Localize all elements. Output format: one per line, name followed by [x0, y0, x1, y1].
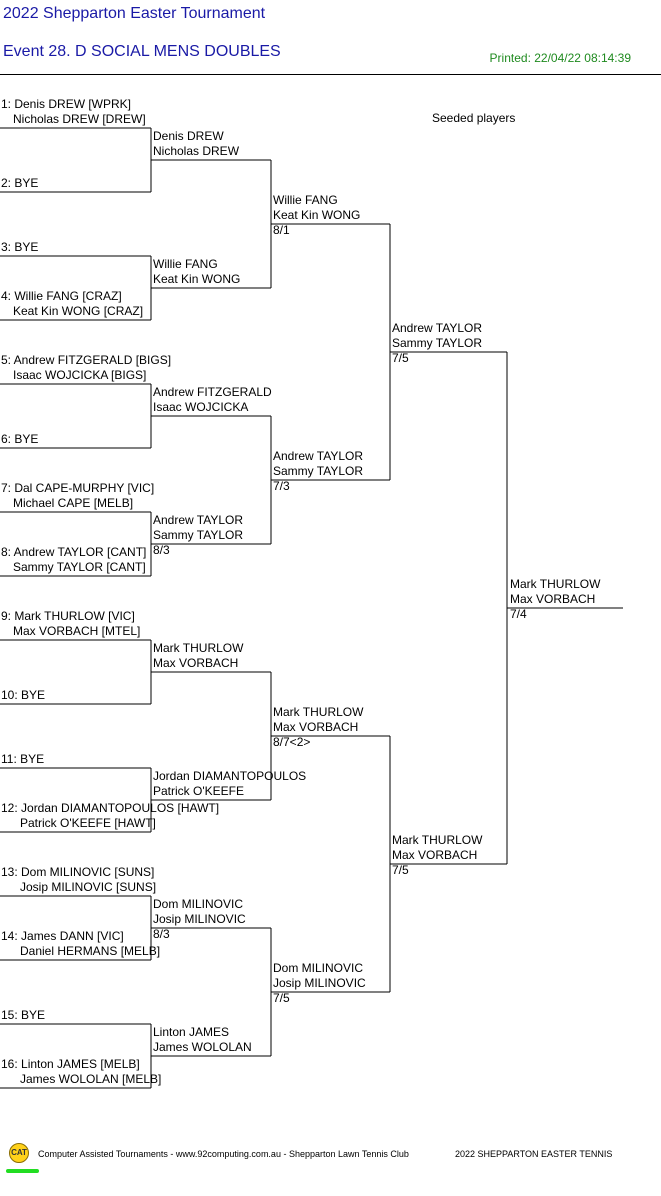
round1-entry-line1: 6: BYE — [1, 432, 39, 446]
round2-score: 8/3 — [153, 543, 170, 557]
round1-entry-line1: 4: Willie FANG [CRAZ] — [1, 289, 122, 303]
round1-entry-line2: Max VORBACH [MTEL] — [13, 624, 141, 638]
round3-entry-line1: Mark THURLOW — [273, 705, 364, 719]
round3-entry-line1: Willie FANG — [273, 193, 338, 207]
round2-entry-line2: Patrick O'KEEFE — [153, 784, 244, 798]
round4-entry-line1: Mark THURLOW — [392, 833, 483, 847]
round2-entry-line1: Mark THURLOW — [153, 641, 244, 655]
round2-entry-line1: Jordan DIAMANTOPOULOS — [153, 769, 307, 783]
header-divider — [0, 74, 661, 75]
round2-entry-line2: Josip MILINOVIC — [153, 912, 246, 926]
round1-entry-line1: 9: Mark THURLOW [VIC] — [1, 609, 135, 623]
round2-entry-line1: Denis DREW — [153, 129, 224, 143]
final-entry-line1: Mark THURLOW — [510, 577, 601, 591]
round4-entry-line2: Max VORBACH — [392, 848, 478, 862]
round1-entry-line1: 3: BYE — [1, 240, 39, 254]
round1-entry-line2: Sammy TAYLOR [CANT] — [13, 560, 146, 574]
round3-score: 8/7<2> — [273, 735, 311, 749]
printed-timestamp: Printed: 22/04/22 08:14:39 — [489, 51, 631, 65]
round2-entry-line1: Dom MILINOVIC — [153, 897, 244, 911]
round1-entry-line1: 15: BYE — [1, 1008, 46, 1022]
event-title: Event 28. D SOCIAL MENS DOUBLES — [3, 43, 281, 60]
round3-entry-line1: Andrew TAYLOR — [273, 449, 364, 463]
round1-entry-line2: Nicholas DREW [DREW] — [13, 112, 146, 126]
round1-entry-line1: 11: BYE — [1, 752, 45, 766]
round4-entry-line1: Andrew TAYLOR — [392, 321, 483, 335]
tournament-title: 2022 Shepparton Easter Tournament — [3, 5, 266, 22]
round3-entry-line1: Dom MILINOVIC — [273, 961, 364, 975]
round1-entry-line2: Josip MILINOVIC [SUNS] — [20, 880, 157, 894]
round4-entry-line2: Sammy TAYLOR — [392, 336, 483, 350]
round1-entry-line1: 1: Denis DREW [WPRK] — [1, 97, 132, 111]
footer-tournament: 2022 SHEPPARTON EASTER TENNIS — [455, 1149, 613, 1159]
final-score: 7/4 — [510, 607, 527, 621]
round2-entry-line1: Willie FANG — [153, 257, 218, 271]
seeded-players-label: Seeded players — [432, 111, 516, 125]
round4-score: 7/5 — [392, 351, 409, 365]
round1-entry-line2: Michael CAPE [MELB] — [13, 496, 134, 510]
round1-entry-line2: Isaac WOJCICKA [BIGS] — [13, 368, 147, 382]
round2-entry-line1: Linton JAMES — [153, 1025, 230, 1039]
round1-entry-line1: 14: James DANN [VIC] — [1, 929, 124, 943]
footer-credits: Computer Assisted Tournaments - www.92co… — [38, 1149, 409, 1159]
round1-entry-line1: 5: Andrew FITZGERALD [BIGS] — [1, 353, 172, 367]
round2-entry-line2: Sammy TAYLOR — [153, 528, 244, 542]
round2-entry-line2: James WOLOLAN — [153, 1040, 252, 1054]
round1-entry-line1: 16: Linton JAMES [MELB] — [1, 1057, 140, 1071]
cat-logo-icon: CAT — [9, 1143, 29, 1163]
round1-entry-line1: 8: Andrew TAYLOR [CANT] — [1, 545, 147, 559]
round1-entry-line1: 13: Dom MILINOVIC [SUNS] — [1, 865, 155, 879]
round1-entry-line2: Patrick O'KEEFE [HAWT] — [20, 816, 156, 830]
round2-entry-line2: Keat Kin WONG — [153, 272, 241, 286]
round1-entry-line2: James WOLOLAN [MELB] — [20, 1072, 162, 1086]
round2-score: 8/3 — [153, 927, 170, 941]
round2-entry-line2: Max VORBACH — [153, 656, 239, 670]
round1-entry-line1: 7: Dal CAPE-MURPHY [VIC] — [1, 481, 155, 495]
logo-underline — [6, 1169, 39, 1173]
round3-score: 7/3 — [273, 479, 290, 493]
final-entry-line2: Max VORBACH — [510, 592, 596, 606]
round1-entry-line1: 10: BYE — [1, 688, 46, 702]
round2-entry-line2: Isaac WOJCICKA — [153, 400, 249, 414]
round2-entry-line1: Andrew TAYLOR — [153, 513, 244, 527]
round3-entry-line2: Sammy TAYLOR — [273, 464, 364, 478]
round4-score: 7/5 — [392, 863, 409, 877]
round3-entry-line2: Josip MILINOVIC — [273, 976, 366, 990]
round2-entry-line1: Andrew FITZGERALD — [153, 385, 272, 399]
round1-entry-line1: 2: BYE — [1, 176, 39, 190]
round3-score: 7/5 — [273, 991, 290, 1005]
round3-entry-line2: Keat Kin WONG — [273, 208, 361, 222]
round1-entry-line2: Keat Kin WONG [CRAZ] — [13, 304, 144, 318]
round2-entry-line2: Nicholas DREW — [153, 144, 240, 158]
round1-entry-line2: Daniel HERMANS [MELB] — [20, 944, 161, 958]
round3-entry-line2: Max VORBACH — [273, 720, 359, 734]
round1-entry-line1: 12: Jordan DIAMANTOPOULOS [HAWT] — [1, 801, 220, 815]
round3-score: 8/1 — [273, 223, 290, 237]
